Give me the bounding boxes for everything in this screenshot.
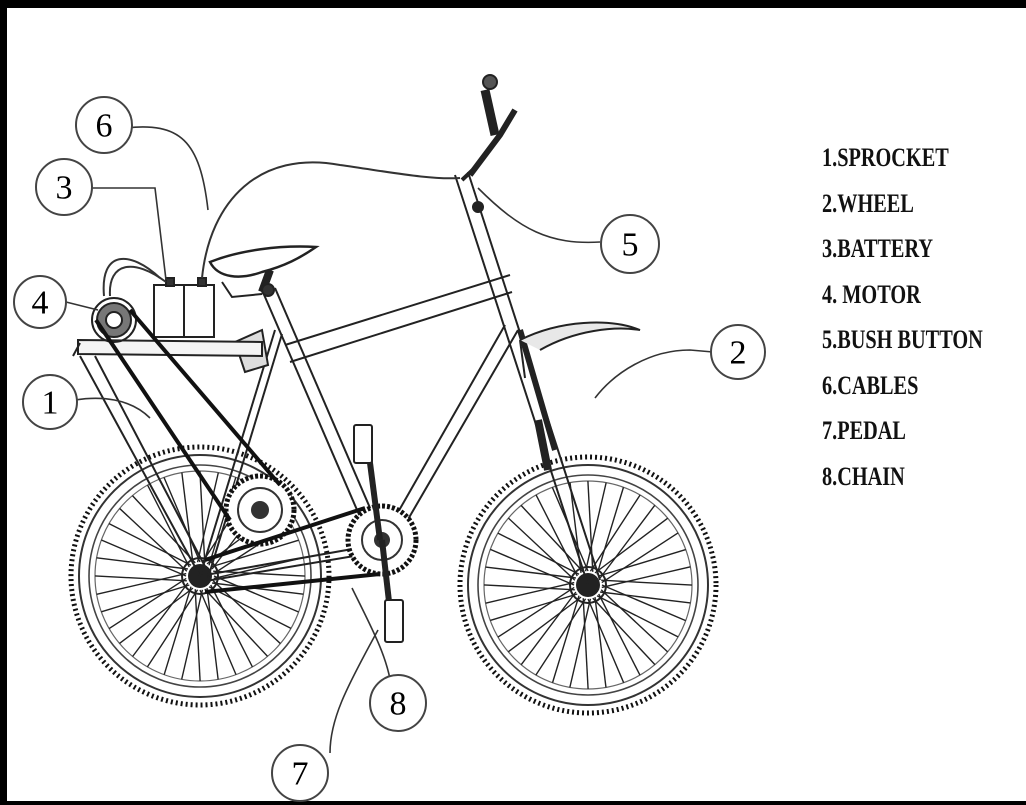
motor [92, 298, 136, 342]
svg-text:3: 3 [56, 170, 73, 207]
wheel-spoke [498, 587, 574, 637]
legend-item-chain: 8.CHAIN [822, 454, 983, 500]
svg-text:4: 4 [32, 285, 49, 322]
callout-3: 3 [36, 159, 92, 215]
legend-item-motor: 4. MOTOR [822, 272, 983, 318]
svg-text:1: 1 [42, 385, 59, 422]
svg-text:6: 6 [96, 108, 113, 145]
callout-2: 2 [711, 325, 765, 379]
legend-item-bush-button: 5.BUSH BUTTON [822, 317, 983, 363]
callout-8: 8 [370, 675, 426, 731]
legend-item-sprocket: 1.SPROCKET [822, 135, 983, 181]
callout-7: 7 [272, 745, 328, 801]
wheel-spoke [109, 578, 186, 628]
legend-item-wheel: 2.WHEEL [822, 181, 983, 227]
svg-text:2: 2 [730, 335, 747, 372]
callout-5: 5 [601, 215, 659, 273]
callout-6: 6 [76, 97, 132, 153]
cables [104, 162, 460, 296]
parts-legend: 1.SPROCKET 2.WHEEL 3.BATTERY 4. MOTOR 5.… [822, 135, 983, 499]
wheel-spoke [147, 590, 197, 667]
legend-item-battery: 3.BATTERY [822, 226, 983, 272]
legend-item-pedal: 7.PEDAL [822, 408, 983, 454]
legend-item-cables: 6.CABLES [822, 363, 983, 409]
svg-text:7: 7 [292, 756, 309, 793]
svg-text:8: 8 [390, 686, 407, 723]
battery [154, 278, 214, 337]
callout-1: 1 [23, 375, 77, 429]
wheel-spoke [590, 495, 640, 571]
callout-4: 4 [14, 276, 66, 328]
wheel-spoke [536, 599, 586, 675]
svg-text:5: 5 [622, 227, 639, 264]
wheel-spoke [602, 533, 678, 583]
